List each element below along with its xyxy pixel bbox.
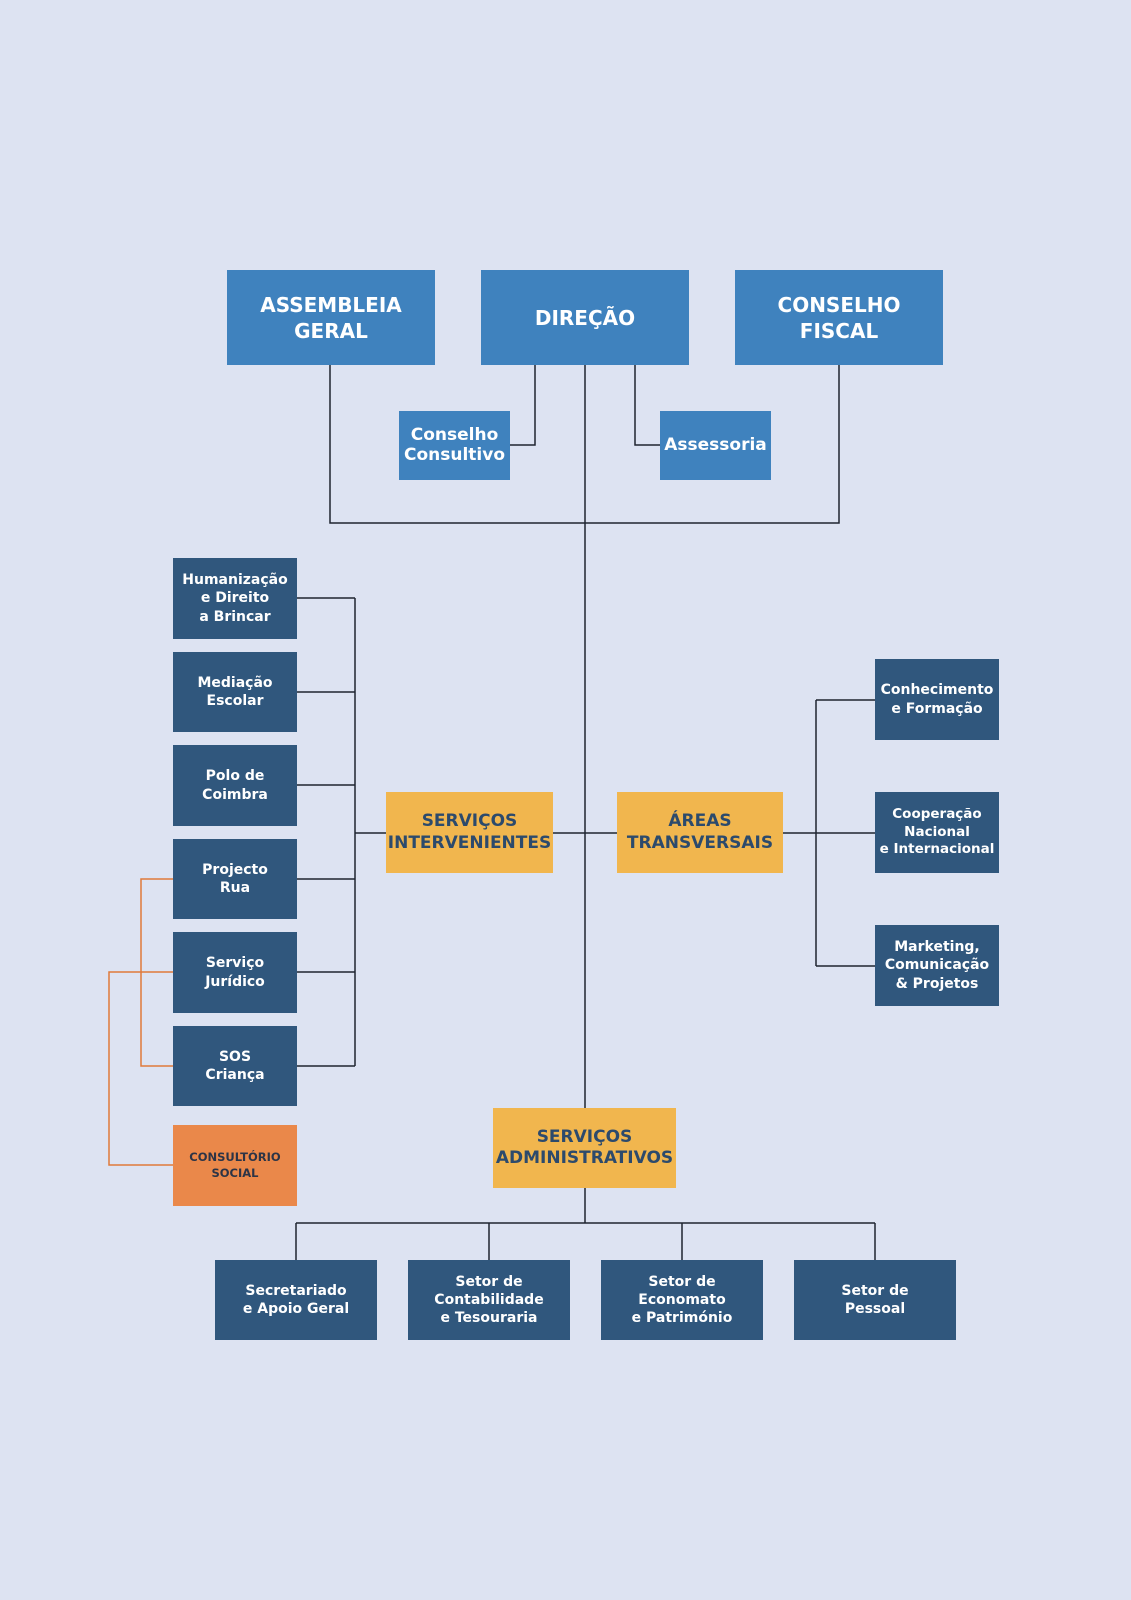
- unit-sos-crianca: SOS Criança: [173, 1026, 297, 1106]
- direcao-box: DIREÇÃO: [481, 270, 689, 365]
- areas-transversais-box: ÁREAS TRANSVERSAIS: [617, 792, 783, 873]
- assembleia-geral-box: ASSEMBLEIA GERAL: [227, 270, 435, 365]
- unit-pessoal: Setor de Pessoal: [794, 1260, 956, 1340]
- unit-marketing: Marketing, Comunicação & Projetos: [875, 925, 999, 1006]
- unit-polo-coimbra: Polo de Coimbra: [173, 745, 297, 826]
- unit-projecto-rua: Projecto Rua: [173, 839, 297, 919]
- conselho-consultivo-box: Conselho Consultivo: [399, 411, 510, 480]
- unit-servico-juridico: Serviço Jurídico: [173, 932, 297, 1013]
- assessoria-box: Assessoria: [660, 411, 771, 480]
- juridico-consultorio-bracket: [108, 971, 173, 1166]
- unit-conhecimento-formacao: Conhecimento e Formação: [875, 659, 999, 740]
- conselho-consultivo-connector: [510, 365, 536, 446]
- assembleia-connector: [329, 365, 585, 524]
- servicos-administrativos-box: SERVIÇOS ADMINISTRATIVOS: [493, 1108, 676, 1188]
- unit-consultorio-social: CONSULTÓRIO SOCIAL: [173, 1125, 297, 1206]
- assessoria-connector: [634, 365, 660, 446]
- unit-economato: Setor de Economato e Património: [601, 1260, 763, 1340]
- unit-contabilidade: Setor de Contabilidade e Tesouraria: [408, 1260, 570, 1340]
- unit-secretariado: Secretariado e Apoio Geral: [215, 1260, 377, 1340]
- servicos-intervenientes-box: SERVIÇOS INTERVENIENTES: [386, 792, 553, 873]
- unit-mediacao-escolar: Mediação Escolar: [173, 652, 297, 732]
- conselho-fiscal-connector: [585, 365, 840, 524]
- unit-humanizacao: Humanização e Direito a Brincar: [173, 558, 297, 639]
- conselho-fiscal-box: CONSELHO FISCAL: [735, 270, 943, 365]
- unit-cooperacao: Cooperação Nacional e Internacional: [875, 792, 999, 873]
